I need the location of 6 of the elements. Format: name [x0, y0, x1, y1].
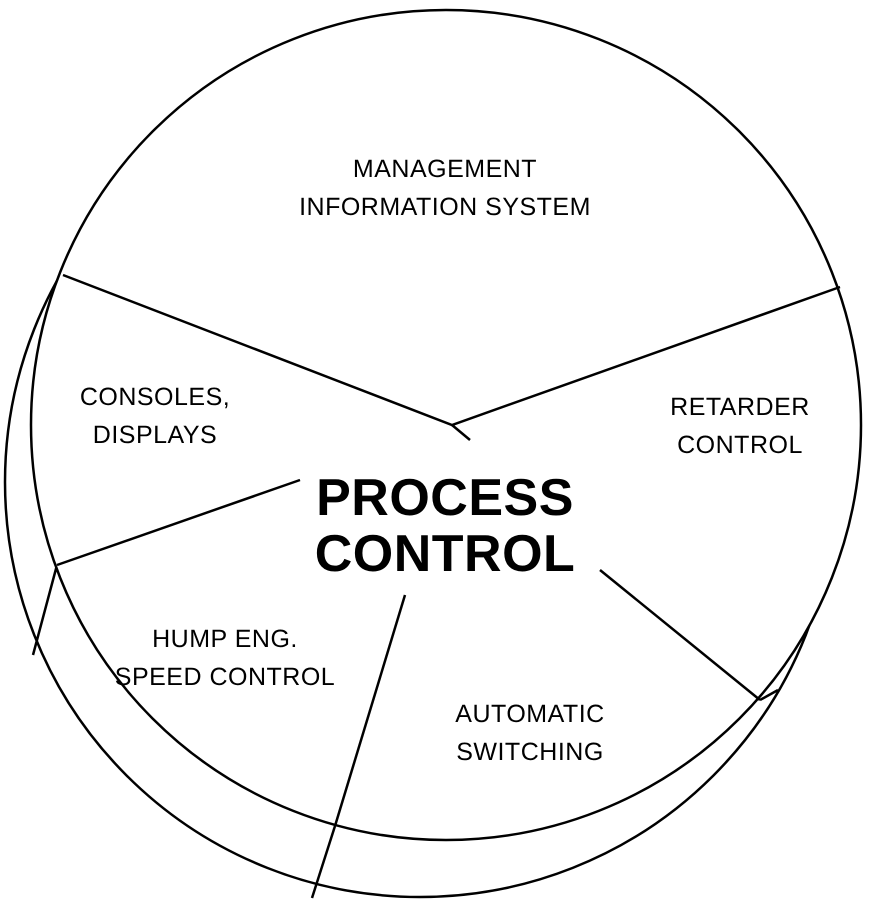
sector-label: HUMP ENG. SPEED CONTROL — [110, 620, 340, 696]
sector-label: RETARDER CONTROL — [630, 388, 850, 464]
sector-label: MANAGEMENT INFORMATION SYSTEM — [290, 150, 600, 226]
center-label: PROCESS CONTROL — [280, 470, 610, 582]
sector-label: CONSOLES, DISPLAYS — [45, 378, 265, 454]
sector-label: AUTOMATIC SWITCHING — [400, 695, 660, 771]
